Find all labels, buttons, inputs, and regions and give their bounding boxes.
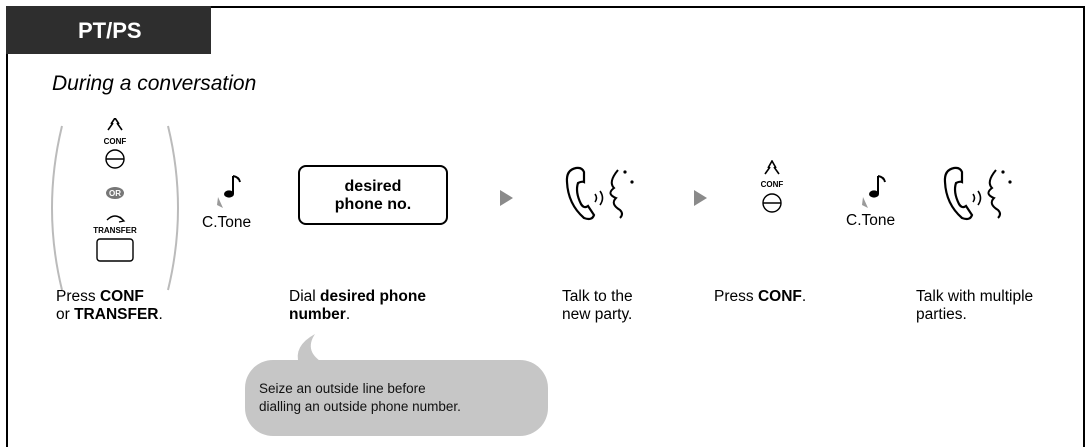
step2-bold2: number [289,306,346,323]
step4-bold: CONF [757,288,802,305]
play-arrow-icon [694,190,708,211]
note-line1: Seize an outside line before [259,381,426,396]
panel-frame [6,6,1085,447]
music-note-icon [860,172,890,217]
or-label: OR [109,189,121,198]
note-line2: dialling an outside phone number. [259,399,461,414]
step-press-conf-transfer: Press CONF or TRANSFER. [56,288,163,324]
or-badge [106,187,124,199]
transfer-button-icon [96,238,134,262]
dial-box-line2: phone no. [334,196,412,213]
step5-line2: parties. [916,306,967,323]
handset-talking-icon [562,164,652,229]
step1-pre: Press [56,288,100,305]
mode-tab: PT/PS [6,6,211,54]
step1-post: . [158,306,163,323]
conf-triangle-icon [107,116,123,131]
section-subtitle: During a conversation [52,72,257,95]
step2-post: . [345,306,351,323]
step-press-conf: Press CONF. [714,288,806,306]
tone-label-1: C.Tone [202,214,252,231]
mode-tab-label: PT/PS [78,18,142,43]
tone-label-2: C.Tone [846,212,896,229]
step-talk-new-party: Talk to the new party. [562,288,633,324]
music-note-icon [215,172,245,217]
step2-pre: Dial [289,288,321,305]
note-bubble [245,334,550,443]
play-arrow-icon [500,190,514,211]
step1-bold2: TRANSFER [74,306,159,323]
step1-bold1: CONF [99,288,144,305]
step4-post: . [801,288,807,305]
step3-line1: Talk to the [562,288,633,305]
conf-triangle-icon [764,159,780,175]
conf-or-transfer-group: CONF OR TRANSFER [40,116,190,303]
note-text: Seize an outside line before dialling an… [259,380,461,416]
right-paren-icon [167,125,179,291]
step-dial-number: Dial desired phone number. [289,288,426,324]
dial-number-box: desired phone no. [298,165,448,225]
conf-button[interactable]: CONF [752,159,792,230]
step1-mid: or [56,306,75,323]
handset-talking-icon [940,164,1030,229]
conf-label-2: CONF [761,180,784,189]
step5-line1: Talk with multiple [916,288,1034,305]
conf-button-stack[interactable]: CONF OR TRANSFER [80,116,150,298]
step-talk-multiple: Talk with multiple parties. [916,288,1033,324]
step2-bold1: desired phone [320,288,426,305]
conf-label: CONF [104,137,127,146]
step4-pre: Press [714,288,758,305]
left-paren-icon [51,125,63,291]
dial-box-line1: desired [344,178,402,195]
step3-line2: new party. [562,306,633,323]
transfer-label: TRANSFER [93,226,137,235]
